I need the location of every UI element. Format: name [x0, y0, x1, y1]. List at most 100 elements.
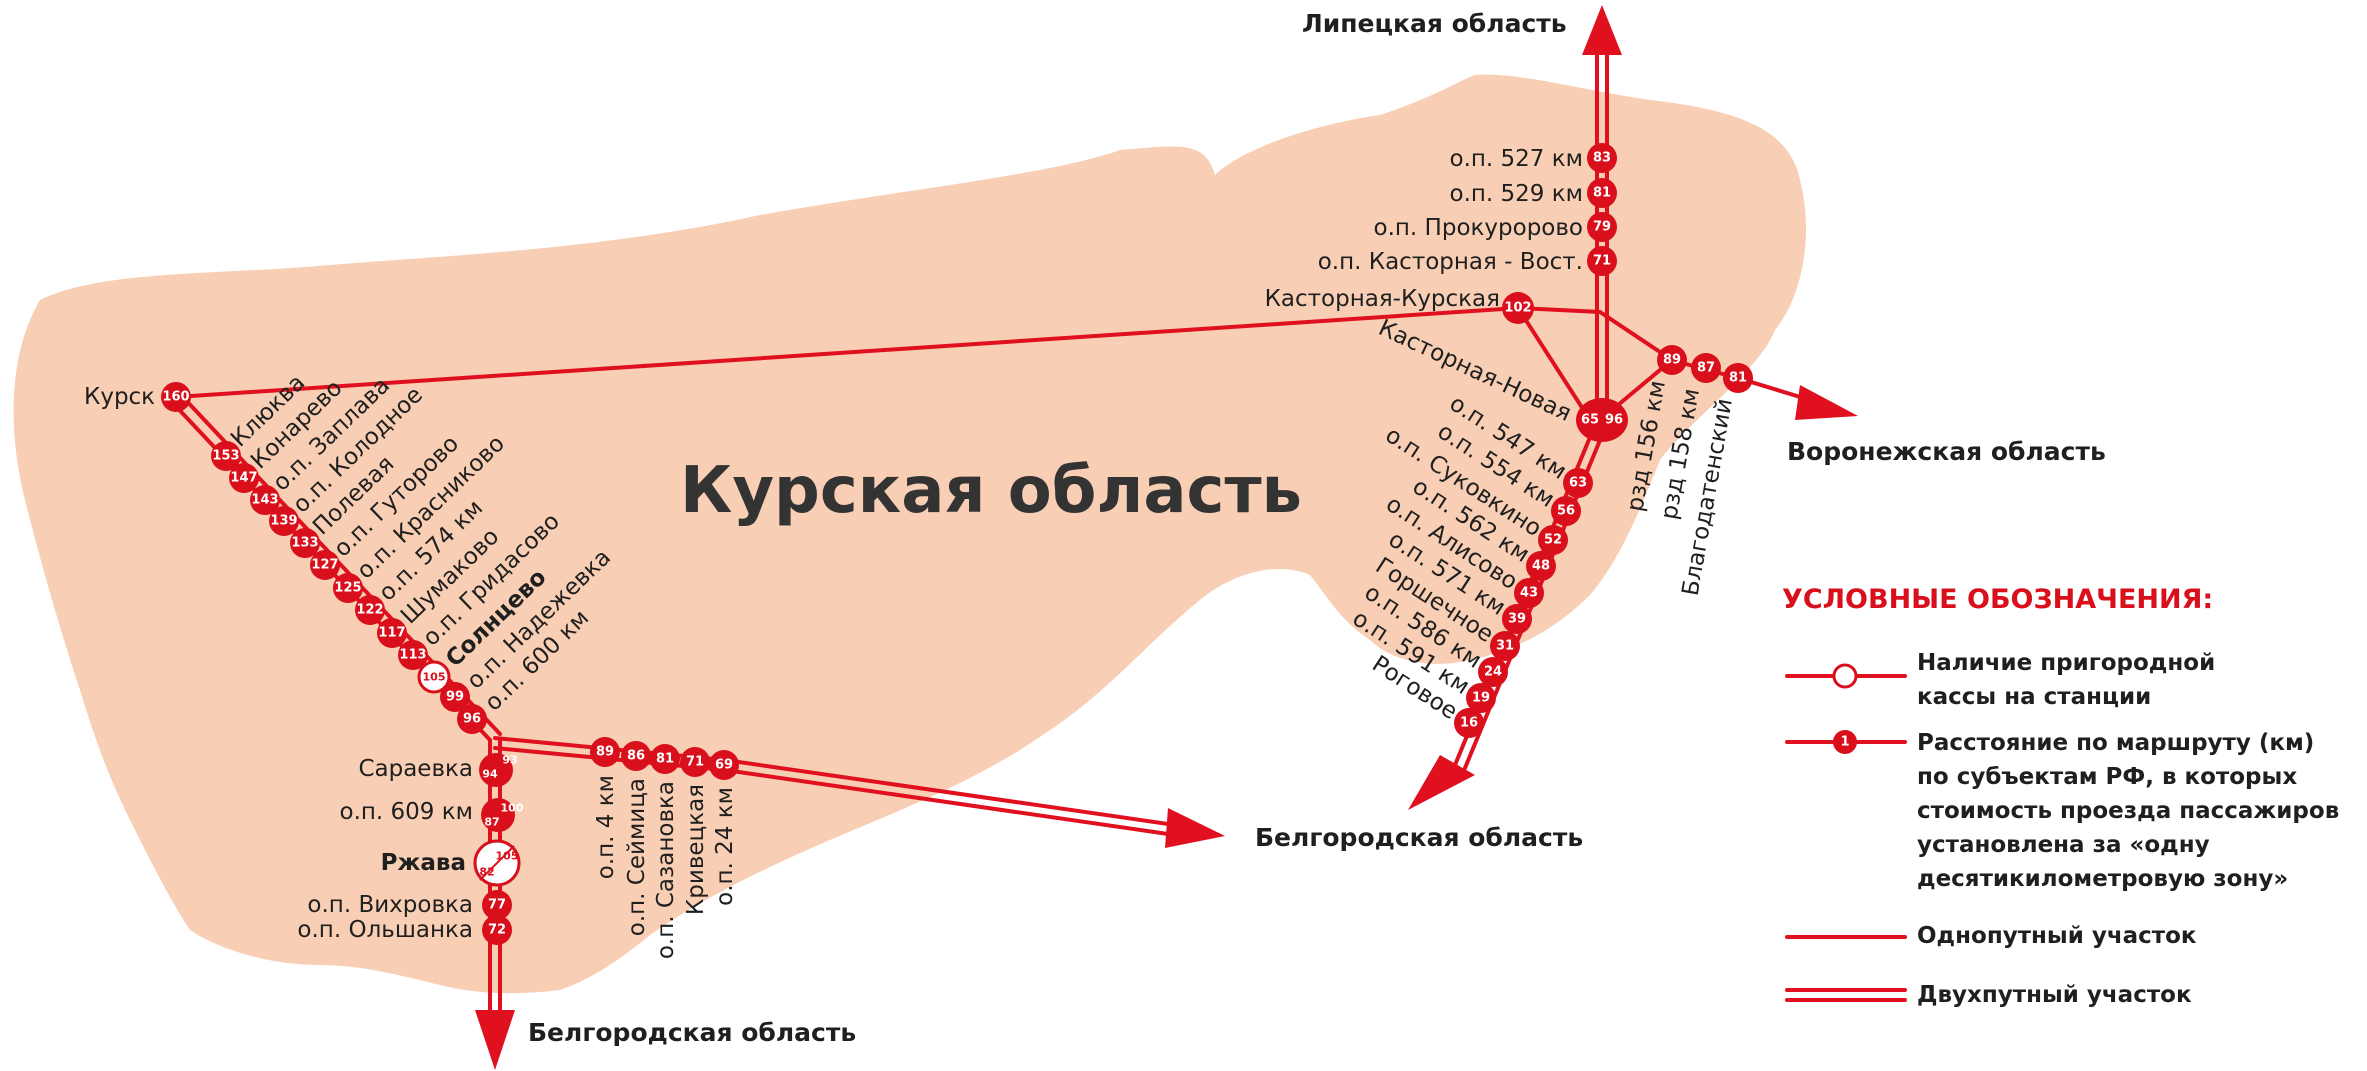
station-km529[interactable]: 81	[1587, 178, 1617, 208]
station-kastornaya-vost[interactable]: 71	[1587, 246, 1617, 276]
svg-text:39: 39	[1508, 612, 1526, 627]
labels-south: Сараевка о.п. 609 км Ржава о.п. Вихровка…	[297, 756, 473, 943]
arrow-voronezh	[1795, 385, 1858, 420]
station-kastornaya-novaya[interactable]: 65 96	[1576, 398, 1628, 442]
arrow-belgorod-east	[1408, 755, 1475, 810]
label-kastornaya-kurskaya: Касторная-Курская	[1265, 286, 1500, 312]
labels-kursk-diagonal: Клюква Конарево о.п. Заплава о.п. Колодн…	[226, 370, 616, 717]
station-kastornaya-kurskaya[interactable]: 102	[1502, 292, 1534, 324]
station-km547[interactable]: 63	[1563, 468, 1593, 498]
station-vikhrovka[interactable]: 77	[482, 890, 512, 920]
station-rzd156[interactable]: 89	[1657, 345, 1687, 375]
station-sazanovka[interactable]: 81	[650, 744, 680, 774]
station-nadezhevka[interactable]: 99	[440, 682, 470, 712]
svg-text:133: 133	[291, 536, 318, 551]
legend-kassa-text-1: Наличие пригородной	[1917, 650, 2215, 676]
station-kursk[interactable]: 160	[161, 382, 191, 412]
legend-title: УСЛОВНЫЕ ОБОЗНАЧЕНИЯ:	[1782, 584, 2213, 615]
station-solntsevo[interactable]: 105	[417, 660, 451, 694]
station-km600[interactable]: 96	[457, 704, 487, 734]
dest-voronezh: Воронежская область	[1787, 437, 2106, 466]
station-shumakovo[interactable]: 117	[377, 618, 407, 648]
svg-text:69: 69	[715, 758, 733, 773]
station-prokurorovo[interactable]: 79	[1587, 212, 1617, 242]
legend-double-text: Двухпутный участок	[1917, 982, 2192, 1008]
station-gorshechnoe[interactable]: 31	[1490, 631, 1520, 661]
svg-text:160: 160	[162, 390, 189, 405]
arrow-belgorod-south	[475, 1010, 515, 1070]
arrow-belgorod-mid	[1165, 808, 1225, 848]
station-km562[interactable]: 48	[1526, 551, 1556, 581]
labels-lipetsk: о.п. 527 км о.п. 529 км о.п. Прокуророво…	[1318, 146, 1583, 275]
svg-text:96: 96	[1605, 413, 1623, 428]
svg-text:72: 72	[488, 923, 506, 938]
legend-distance-text-3: стоимость проезда пассажиров	[1917, 798, 2339, 824]
station-rogovoe[interactable]: 16	[1454, 708, 1484, 738]
svg-text:143: 143	[251, 493, 278, 508]
station-blagodatenskiy[interactable]: 81	[1723, 363, 1753, 393]
svg-text:89: 89	[1663, 353, 1681, 368]
label-rzhava: Ржава	[381, 850, 466, 876]
svg-text:71: 71	[1593, 254, 1611, 269]
legend-distance-sample: 1	[1840, 735, 1849, 750]
legend-distance-text-1: Расстояние по маршруту (км)	[1917, 730, 2314, 756]
station-krasnikovo[interactable]: 125	[333, 573, 363, 603]
station-gutorovo[interactable]: 127	[310, 550, 340, 580]
svg-text:117: 117	[378, 626, 405, 641]
station-sukovkino[interactable]: 52	[1538, 525, 1568, 555]
svg-text:19: 19	[1472, 691, 1490, 706]
svg-text:99: 99	[446, 690, 464, 705]
station-konarevo[interactable]: 147	[229, 463, 259, 493]
region-title: Курская область	[680, 454, 1302, 528]
label-prokurorovo: о.п. Прокуророво	[1374, 215, 1583, 241]
station-gridasovo[interactable]: 113	[398, 640, 428, 670]
station-km527[interactable]: 83	[1587, 143, 1617, 173]
legend: УСЛОВНЫЕ ОБОЗНАЧЕНИЯ: Наличие пригородно…	[1782, 584, 2339, 1008]
station-klyukva[interactable]: 153	[211, 441, 241, 471]
svg-text:127: 127	[311, 558, 338, 573]
label-krivetskaya: Кривецкая	[683, 784, 709, 915]
station-km554[interactable]: 56	[1551, 496, 1581, 526]
dest-belgorod-mid: Белгородская область	[1255, 823, 1583, 852]
labels-southeast: о.п. 547 км о.п. 554 км о.п. Суковкино о…	[1348, 391, 1571, 726]
station-alisovo[interactable]: 43	[1514, 578, 1544, 608]
station-rzhava[interactable]: 82 105	[473, 839, 521, 887]
label-kursk: Курск	[84, 384, 155, 410]
station-km4[interactable]: 89	[590, 737, 620, 767]
station-km591[interactable]: 19	[1466, 683, 1496, 713]
station-krivetskaya[interactable]: 71	[680, 747, 710, 777]
svg-text:139: 139	[270, 514, 297, 529]
line-kk-voronezh	[1516, 306, 1674, 362]
station-rzd158[interactable]: 87	[1691, 353, 1721, 383]
station-km571[interactable]: 39	[1502, 604, 1532, 634]
station-km586[interactable]: 24	[1478, 657, 1508, 687]
svg-text:87: 87	[484, 816, 499, 829]
svg-text:24: 24	[1484, 665, 1502, 680]
label-saraevka: Сараевка	[358, 756, 473, 782]
svg-text:81: 81	[1593, 186, 1611, 201]
svg-text:102: 102	[1504, 301, 1531, 316]
svg-text:89: 89	[596, 745, 614, 760]
station-km609[interactable]: 87 100	[481, 798, 524, 832]
label-vikhrovka: о.п. Вихровка	[307, 892, 473, 918]
line-kk-kn	[1516, 306, 1592, 422]
svg-text:43: 43	[1520, 586, 1538, 601]
station-polevaya[interactable]: 133	[290, 528, 320, 558]
station-zaplava[interactable]: 143	[250, 485, 280, 515]
svg-text:48: 48	[1532, 559, 1550, 574]
svg-text:63: 63	[1569, 476, 1587, 491]
station-km574[interactable]: 122	[355, 595, 385, 625]
station-kolodnoe[interactable]: 139	[269, 506, 299, 536]
station-saraevka[interactable]: 94 93	[479, 753, 518, 787]
svg-text:100: 100	[501, 802, 524, 815]
station-km24[interactable]: 69	[709, 750, 739, 780]
svg-text:65: 65	[1581, 413, 1599, 428]
svg-text:56: 56	[1557, 504, 1575, 519]
station-seymitsa[interactable]: 86	[621, 741, 651, 771]
label-km609: о.п. 609 км	[340, 799, 474, 825]
svg-text:16: 16	[1460, 716, 1478, 731]
station-olshanka[interactable]: 72	[482, 915, 512, 945]
svg-text:87: 87	[1697, 361, 1715, 376]
label-olshanka: о.п. Ольшанка	[297, 917, 473, 943]
